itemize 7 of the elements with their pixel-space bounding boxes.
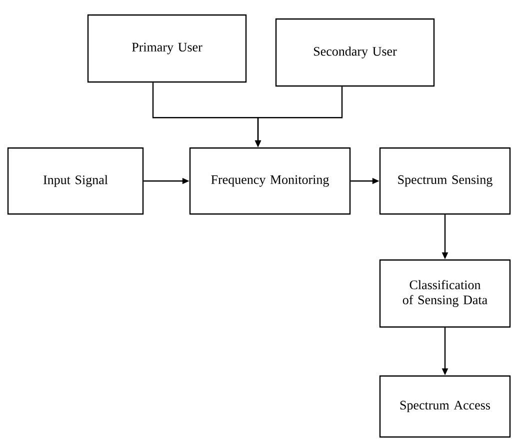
process-box: Frequency Monitoring xyxy=(189,147,351,215)
process-box: Primary User xyxy=(87,14,247,83)
process-box: Input Signal xyxy=(7,147,144,215)
process-box: Classification of Sensing Data xyxy=(379,259,511,328)
process-box: Spectrum Access xyxy=(379,375,511,438)
process-box: Spectrum Sensing xyxy=(379,147,511,215)
process-box: Secondary User xyxy=(275,18,435,87)
